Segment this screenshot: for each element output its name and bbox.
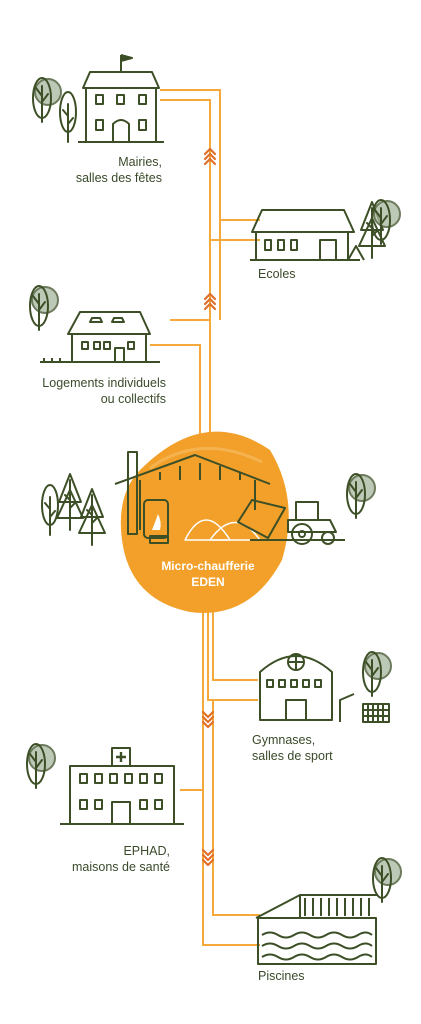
tree-icon [59, 91, 77, 143]
boiler-plant-icon [114, 431, 289, 613]
node-label-ecoles: Ecoles [258, 267, 296, 281]
tree-icon [372, 857, 402, 903]
node-label-ephad: EPHAD, maisons de santé [72, 844, 170, 874]
swimming-pool-icon [255, 857, 402, 965]
node-label-piscines: Piscines [258, 969, 305, 983]
hub-label: Micro-chaufferie EDEN [161, 559, 255, 589]
chevron-down-icon [201, 848, 215, 867]
node-label-mairies: Mairies, salles des fêtes [75, 155, 162, 185]
school-icon [250, 199, 401, 261]
tree-icon [32, 77, 62, 123]
tree-icon [29, 285, 59, 331]
gymnasium-icon [259, 651, 392, 723]
node-label-gymnases: Gymnases, salles de sport [252, 733, 333, 763]
tractor-icon [237, 473, 376, 545]
chevron-down-icon [201, 710, 215, 729]
nursing-home-icon [26, 743, 184, 825]
tree-icon [346, 473, 376, 519]
town-hall-icon [32, 54, 164, 143]
node-label-logements: Logements individuels ou collectifs [42, 376, 166, 406]
tree-icon [362, 651, 392, 697]
tree-icon [371, 199, 401, 245]
tree-icon [26, 743, 56, 789]
tree-icon [41, 473, 106, 546]
house-icon [29, 285, 160, 363]
